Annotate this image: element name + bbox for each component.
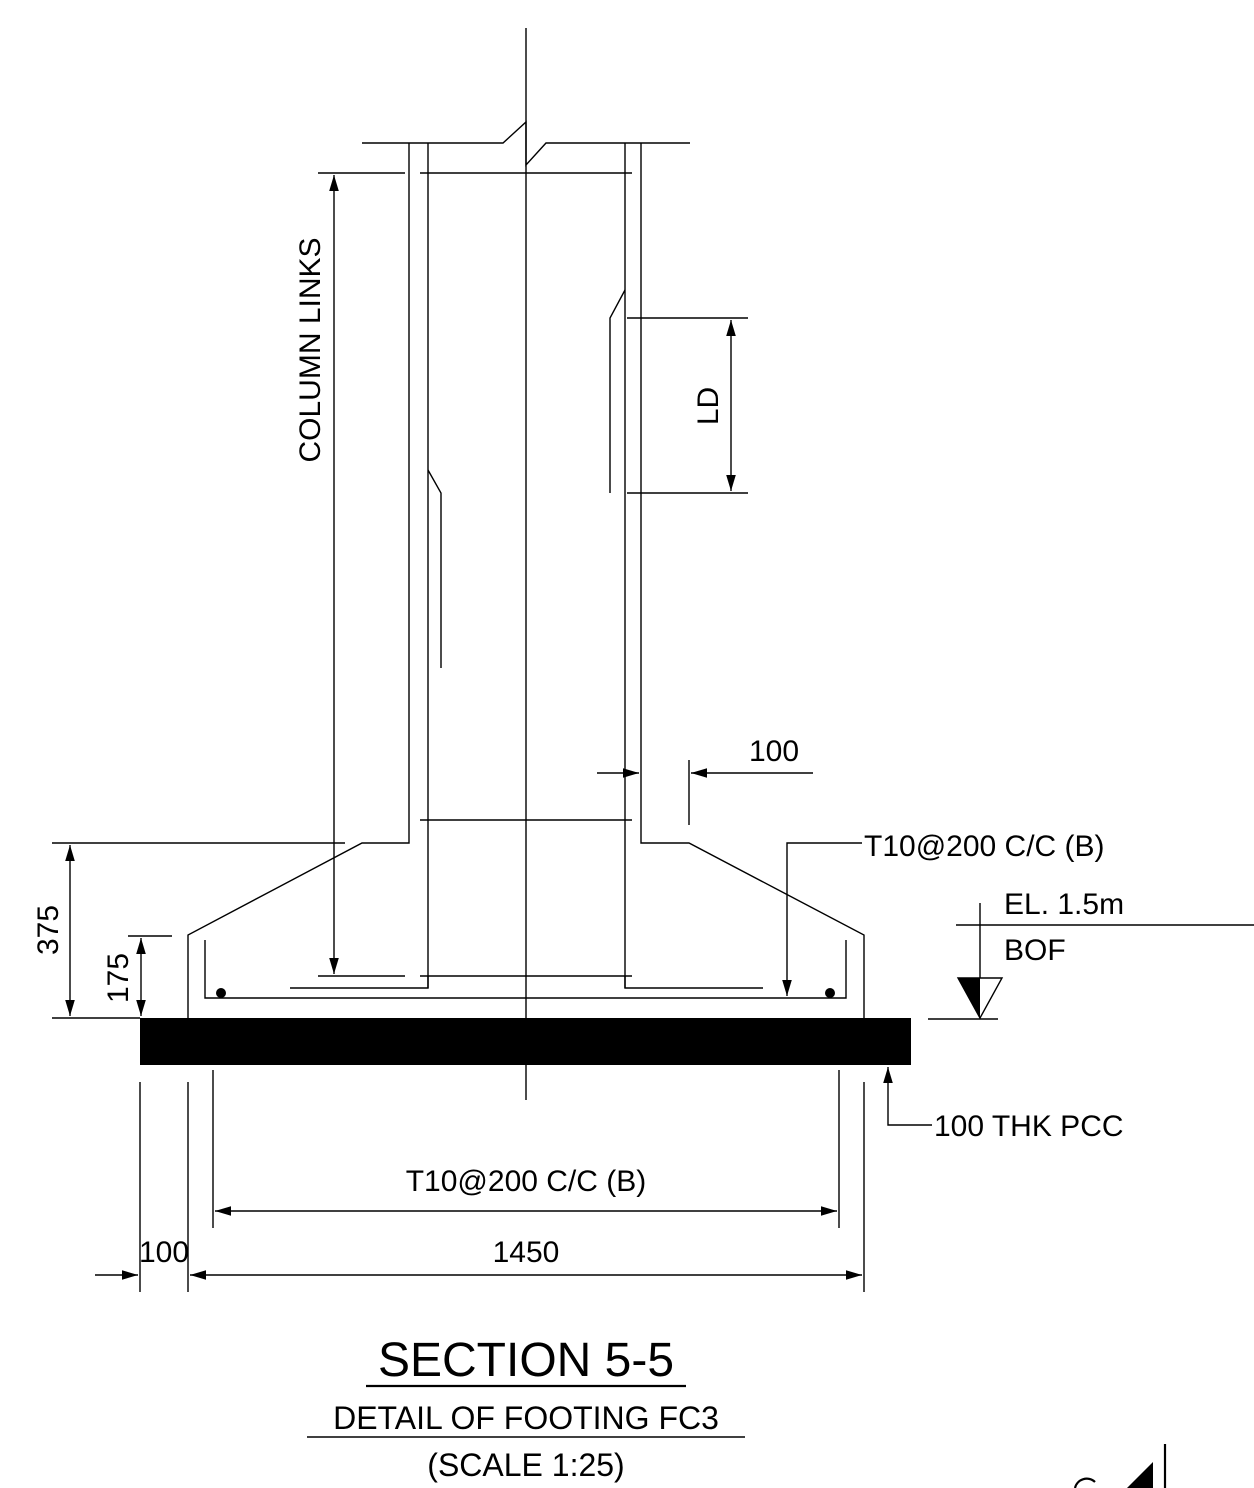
starter-bar-left xyxy=(427,469,442,668)
section-marker-arrow xyxy=(1127,1462,1153,1488)
level-ref-label: BOF xyxy=(1004,934,1066,967)
column-bar-hook-right xyxy=(624,976,763,989)
column-links-label: COLUMN LINKS xyxy=(294,237,327,462)
column-bar-hook-left xyxy=(290,976,429,989)
top-bar-label: T10@200 C/C (B) xyxy=(864,830,1105,863)
break-line xyxy=(362,120,690,167)
depth-edge-label: 175 xyxy=(102,953,135,1003)
offset-label: 100 xyxy=(749,735,799,768)
starter-bar-right xyxy=(609,289,626,493)
bar-dot-left xyxy=(216,988,226,998)
column-outline-left xyxy=(187,143,410,1018)
column-outline-right xyxy=(640,143,865,1018)
scale-label: (SCALE 1:25) xyxy=(427,1447,624,1483)
top-bar-leader xyxy=(782,842,862,996)
level-label: EL. 1.5m xyxy=(1004,888,1124,921)
depth-total-label: 375 xyxy=(32,905,65,955)
section-title: SECTION 5-5 xyxy=(378,1334,674,1387)
detail-title: DETAIL OF FOOTING FC3 xyxy=(333,1400,719,1436)
level-triangle-fill xyxy=(958,978,980,1018)
ld-label: LD xyxy=(692,387,725,425)
pcc-bed xyxy=(140,1018,911,1065)
section-marker-circle xyxy=(1073,1477,1096,1488)
footing-bar xyxy=(204,940,847,999)
bottom-bar-label: T10@200 C/C (B) xyxy=(406,1165,647,1198)
bar-dot-right xyxy=(825,988,835,998)
projection-label: 100 xyxy=(139,1236,189,1269)
width-label: 1450 xyxy=(493,1236,560,1269)
pcc-label: 100 THK PCC xyxy=(934,1110,1124,1143)
pcc-leader xyxy=(883,1067,932,1126)
